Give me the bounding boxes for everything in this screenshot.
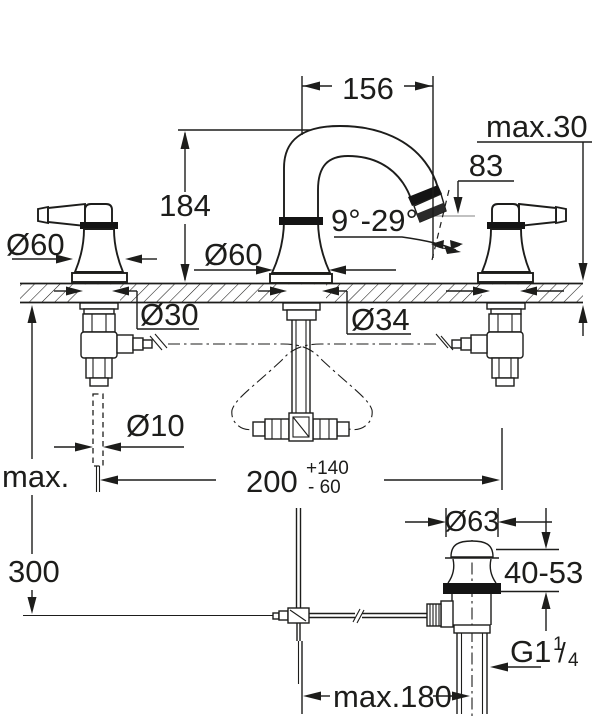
drain-seal-ring: [443, 583, 501, 594]
dim-label-tip-height: 83: [469, 148, 503, 183]
dim-label-hole-left: Ø30: [140, 297, 199, 332]
dim-label-angle: 9°-29°: [331, 203, 418, 238]
dim-label-drain-dia: Ø63: [445, 506, 500, 538]
dim-max-depth: max. 300: [2, 305, 69, 614]
left-handle-ring: [80, 222, 118, 229]
dim-label-lever-reach: max.180: [333, 679, 452, 714]
dim-label-spread-plus: +140: [306, 458, 349, 479]
drain-plug-cap: [450, 540, 494, 558]
dim-right-hole-arrows: [446, 286, 564, 296]
dim-label-thread-base: G1: [510, 634, 551, 669]
right-handle-ring: [487, 222, 525, 229]
dim-label-max-deck: max.30: [486, 109, 588, 144]
dim-label-spread: 200: [246, 464, 298, 499]
dim-drain-thread: G1 1 / 4: [490, 634, 579, 672]
dim-label-thread-denominator: 4: [568, 650, 579, 671]
dim-label-max-depth-2: 300: [8, 554, 60, 589]
pop-up-rod-dashed: [92, 393, 104, 492]
dim-spout-reach: 156: [301, 71, 434, 258]
dim-lever-reach: max.180: [301, 641, 470, 714]
dim-label-thread-slash: /: [558, 637, 566, 668]
dim-spout-height: 184: [159, 129, 310, 282]
dim-rod-diameter: Ø10: [54, 408, 185, 452]
dim-label-height: 184: [159, 188, 211, 223]
aerator-face: [416, 203, 446, 222]
spout-shank-and-tee: [252, 302, 350, 442]
dim-label-handle-dia: Ø60: [6, 227, 65, 262]
spout-base-ring: [279, 217, 323, 225]
right-handle: [477, 202, 567, 283]
flexible-hose-loops: [168, 343, 436, 431]
dim-label-thread-numerator: 1: [553, 634, 564, 655]
dim-drain-clamp-range: 40-53: [496, 508, 583, 631]
dim-center-hole-diameter: Ø34: [258, 286, 411, 337]
dim-label-rod-dia: Ø10: [126, 408, 185, 443]
dim-label-reach: 156: [342, 71, 394, 106]
dim-spout-base-diameter: Ø60: [194, 237, 396, 275]
dim-left-hole-diameter: Ø30: [54, 286, 199, 332]
dim-label-clamp-range: 40-53: [504, 555, 583, 590]
mounting-deck: [20, 282, 583, 304]
dim-label-spread-minus: - 60: [308, 477, 341, 498]
dim-outlet-height: 83: [453, 148, 514, 214]
right-valve-shank: [435, 302, 526, 387]
dim-drain-flange-diameter: Ø63: [405, 506, 552, 538]
dim-label-hole-center: Ø34: [351, 302, 410, 337]
left-handle: [37, 202, 128, 283]
pop-up-rod-lever-assembly: [23, 508, 427, 684]
dim-max-deck-thickness: max.30: [477, 109, 592, 336]
dim-rod-to-drain-spread: 200 +140 - 60: [100, 428, 503, 499]
dim-label-max-depth-1: max.: [2, 459, 69, 494]
drain-waste-assembly: [426, 540, 501, 716]
left-valve-shank: [79, 302, 168, 387]
dim-label-spout-dia: Ø60: [204, 237, 263, 272]
dim-handle-diameter: Ø60: [6, 227, 157, 264]
dim-outlet-angle: 9°-29°: [331, 189, 463, 261]
